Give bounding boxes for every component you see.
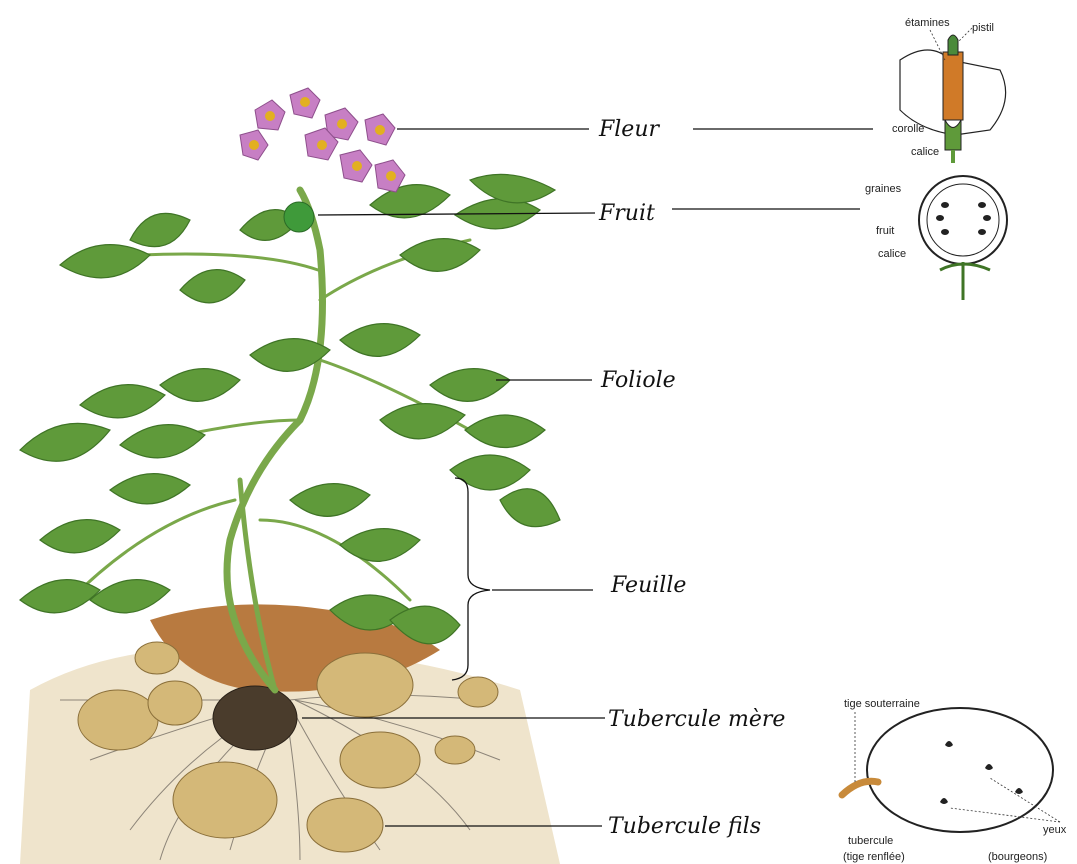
daughter-tuber: [135, 642, 179, 674]
inset-pistil: pistil: [972, 22, 994, 34]
daughter-tuber: [173, 762, 277, 838]
green-fruit: [284, 202, 314, 232]
daughter-tuber: [317, 653, 413, 717]
inset-yeux: yeux: [1043, 824, 1067, 836]
mother-tuber: [213, 686, 297, 750]
leaves: [20, 174, 560, 643]
label-foliole: Foliole: [600, 368, 676, 393]
daughter-tuber: [148, 681, 202, 725]
tuber-inset: tige souterraine tubercule (tige renflée…: [842, 698, 1067, 863]
daughter-tuber: [435, 736, 475, 764]
label-fleur: Fleur: [598, 117, 660, 142]
leaf-brace: [452, 478, 490, 680]
inset-fruit-calice: calice: [878, 248, 906, 260]
fruit-inset: graines fruit calice: [865, 176, 1007, 300]
inset-calice: calice: [911, 146, 939, 158]
inset-tige-souterraine: tige souterraine: [844, 698, 920, 710]
label-feuille: Feuille: [610, 573, 686, 598]
daughter-tuber: [307, 798, 383, 852]
inset-graines: graines: [865, 183, 902, 195]
label-tubercule-fils: Tubercule fils: [608, 814, 761, 839]
inset-fruit: fruit: [876, 225, 894, 237]
inset-corolle: corolle: [892, 123, 924, 135]
daughter-tuber: [458, 677, 498, 707]
label-tubercule-mere: Tubercule mère: [608, 707, 785, 732]
inset-tige-renflee: (tige renflée): [843, 851, 905, 863]
inset-bourgeons: (bourgeons): [988, 851, 1047, 863]
daughter-tuber: [340, 732, 420, 788]
flower-inset: étamines pistil corolle calice: [892, 17, 1006, 163]
daughter-tuber: [78, 690, 158, 750]
inset-tubercule: tubercule: [848, 835, 893, 847]
label-fruit: Fruit: [598, 201, 655, 226]
inset-etamines: étamines: [905, 17, 950, 29]
